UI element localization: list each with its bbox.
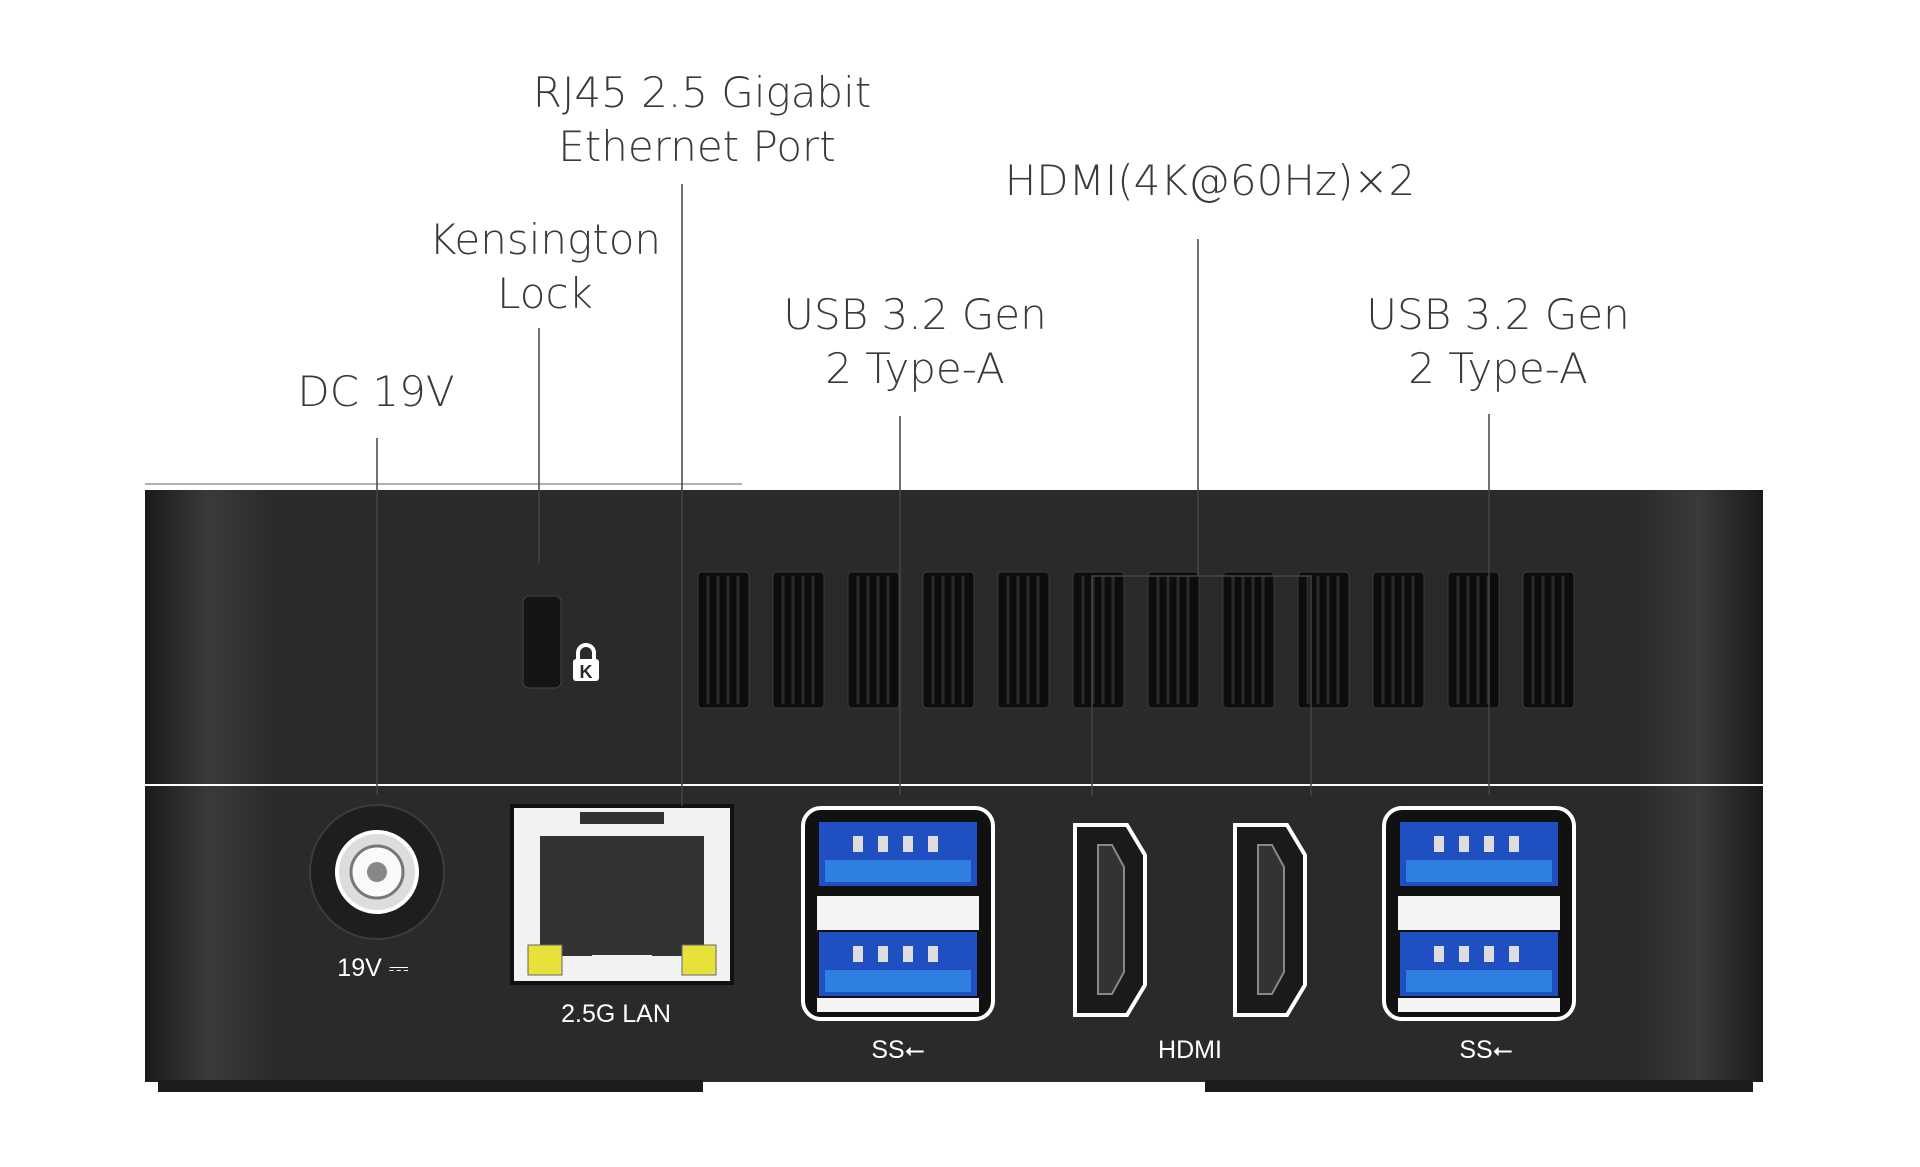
kensington-lock-slot[interactable] bbox=[522, 595, 562, 689]
callout-dc: DC 19V bbox=[297, 367, 454, 416]
vent-slot bbox=[922, 571, 975, 709]
vent-slot bbox=[847, 571, 900, 709]
vent-slot bbox=[1522, 571, 1575, 709]
usb-right-ss-label: SS⭠ bbox=[1459, 1036, 1512, 1064]
callout-lines bbox=[376, 184, 1490, 806]
callout-rj45-line1: RJ45 2.5 Gigabit bbox=[533, 68, 871, 117]
usb-left-ss-label: SS⭠ bbox=[871, 1036, 924, 1064]
vent-slot bbox=[1447, 571, 1500, 709]
usb-a-port-stack-right[interactable] bbox=[1382, 806, 1576, 1021]
callout-usb-left-line2: 2 Type-A bbox=[825, 344, 1005, 393]
vent-slot bbox=[772, 571, 825, 709]
hdmi-port-label: HDMI bbox=[1158, 1036, 1222, 1064]
usb-a-port-stack-left[interactable] bbox=[801, 806, 995, 1021]
callout-kensington-line1: Kensington bbox=[429, 215, 661, 264]
dc-power-jack[interactable] bbox=[309, 804, 445, 940]
vent-slot bbox=[1297, 571, 1350, 709]
callout-rj45-line2: Ethernet Port bbox=[558, 122, 836, 171]
vent-slot bbox=[1372, 571, 1425, 709]
usb-a-port[interactable] bbox=[819, 822, 977, 886]
callout-usb-left-line1: USB 3.2 Gen bbox=[783, 290, 1046, 339]
callout-usb-right-line2: 2 Type-A bbox=[1408, 344, 1588, 393]
svg-text:K: K bbox=[580, 662, 593, 682]
usb-a-port[interactable] bbox=[819, 932, 977, 996]
callout-usb-right-line1: USB 3.2 Gen bbox=[1366, 290, 1629, 339]
vent-slot bbox=[997, 571, 1050, 709]
usb-a-port[interactable] bbox=[1400, 932, 1558, 996]
lan-port[interactable] bbox=[510, 804, 734, 985]
usb-a-port[interactable] bbox=[1400, 822, 1558, 886]
vent-slot bbox=[1147, 571, 1200, 709]
vent-slot bbox=[697, 571, 750, 709]
kensington-lock-icon: K bbox=[573, 643, 599, 682]
vent-slot bbox=[1072, 571, 1125, 709]
lan-port-label: 2.5G LAN bbox=[561, 1000, 671, 1028]
vent-slot bbox=[1222, 571, 1275, 709]
dc-port-label: 19V ⎓ bbox=[337, 954, 408, 982]
vent-grille bbox=[697, 571, 1575, 709]
callout-hdmi: HDMI(4K@60Hz)×2 bbox=[1005, 156, 1416, 205]
callout-kensington-line2: Lock bbox=[497, 269, 593, 318]
hdmi-port-2[interactable] bbox=[1233, 823, 1307, 1017]
hdmi-port-1[interactable] bbox=[1073, 823, 1147, 1017]
